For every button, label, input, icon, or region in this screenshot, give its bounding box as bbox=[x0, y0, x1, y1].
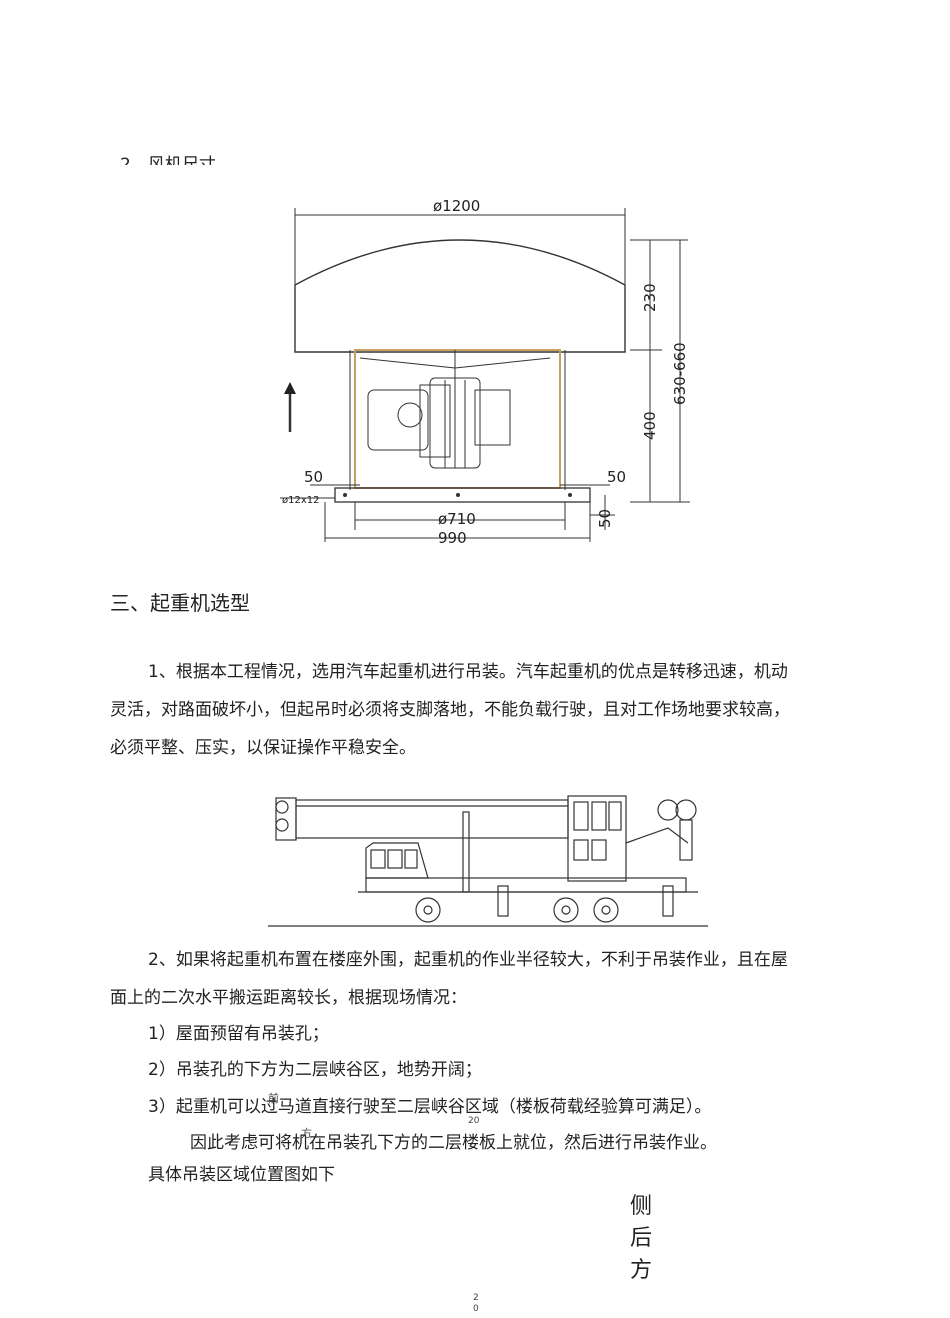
dim-diameter-top: ø1200 bbox=[433, 197, 480, 215]
vertical-char-2: 后 bbox=[630, 1226, 653, 1251]
para1-line1: 1、根据本工程情况，选用汽车起重机进行吊装。汽车起重机的优点是转移迅速，机动 bbox=[148, 662, 788, 682]
vertical-char-1: 侧 bbox=[630, 1194, 653, 1219]
list-item-2: 2）吊装孔的下方为二层峡谷区，地势开阔； bbox=[148, 1060, 482, 1080]
dim-total-height: 630-660 bbox=[671, 342, 689, 405]
footer-page-digit-2: 0 bbox=[473, 1304, 479, 1314]
conclusion-text: 因此考虑可将机在吊装孔下方的二层楼板上就位，然后进行吊装作业。 bbox=[190, 1133, 717, 1153]
list-item-3: 3）起重机可以过马道直接行驶至二层峡谷区域（楼板荷载经验算可满足）。 bbox=[148, 1097, 712, 1117]
dim-base-width: 990 bbox=[438, 529, 467, 547]
dim-inner-diameter: ø710 bbox=[438, 510, 476, 528]
dim-right-offset: 50 bbox=[607, 468, 626, 486]
fan-dimension-drawing: ø1200 230 400 630-660 50 50 50 ø710 990 … bbox=[280, 197, 690, 547]
list-item-1: 1）屋面预留有吊装孔； bbox=[148, 1024, 329, 1044]
page-number-mid: 20 bbox=[468, 1116, 480, 1126]
footer-page-digit-1: 2 bbox=[473, 1293, 479, 1303]
para1-line3: 必须平整、压实，以保证操作平稳安全。 bbox=[110, 738, 416, 758]
section-3-heading: 三、起重机选型 bbox=[110, 591, 250, 615]
truck-crane-illustration bbox=[268, 795, 708, 927]
location-intro: 具体吊装区域位置图如下 bbox=[148, 1165, 335, 1185]
superscript-2: 方 bbox=[301, 1127, 312, 1140]
section-2-label: 2、风机尺寸 bbox=[120, 155, 216, 165]
superscript-1: 前 bbox=[268, 1092, 279, 1105]
dim-hole: ø12x12 bbox=[282, 495, 320, 506]
para1-line2: 灵活，对路面破坏小，但起吊时必须将支脚落地，不能负载行驶，且对工作场地要求较高， bbox=[110, 700, 790, 720]
dim-dome-height: 230 bbox=[641, 283, 659, 312]
dim-body-height: 400 bbox=[641, 411, 659, 440]
dim-left-offset: 50 bbox=[304, 468, 323, 486]
para2-line1: 2、如果将起重机布置在楼座外围，起重机的作业半径较大，不利于吊装作业，且在屋 bbox=[148, 950, 788, 970]
dim-base-height: 50 bbox=[596, 509, 614, 528]
para2-line2: 面上的二次水平搬运距离较长，根据现场情况： bbox=[110, 988, 467, 1008]
vertical-char-3: 方 bbox=[630, 1258, 653, 1283]
